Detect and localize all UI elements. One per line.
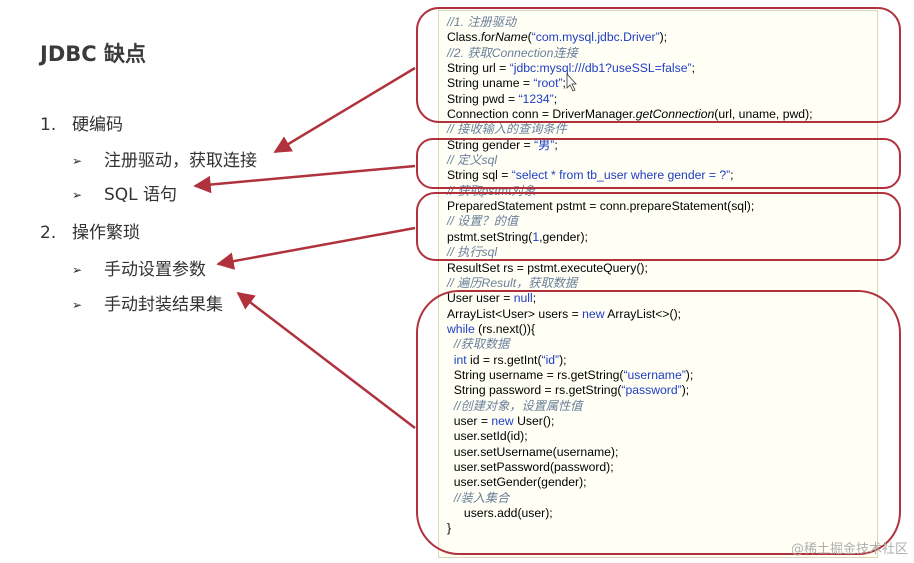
sublist-item-sql: ➢ SQL 语句 xyxy=(72,180,177,205)
code-line: User user = null; xyxy=(447,291,537,306)
code-line: String url = “jdbc:mysql:///db1?useSSL=f… xyxy=(447,61,695,76)
arrow-params xyxy=(216,226,416,270)
code-line: // 遍历Result，获取数据 xyxy=(447,275,578,290)
code-line: Class.forName(“com.mysql.jdbc.Driver”); xyxy=(447,30,668,45)
arrow-results xyxy=(236,291,416,429)
code-line: PreparedStatement pstmt = conn.prepareSt… xyxy=(447,199,755,214)
code-line: //创建对象，设置属性值 xyxy=(447,398,583,413)
list-number: 2. xyxy=(40,223,57,243)
code-line: user.setId(id); xyxy=(447,429,528,444)
code-line: ArrayList<User> users = new ArrayList<>(… xyxy=(447,306,682,321)
watermark: @稀土掘金技术社区 xyxy=(790,542,908,557)
code-line: pstmt.setString(1,gender); xyxy=(447,229,588,244)
code-line: String gender = “男”; xyxy=(447,137,558,152)
sublist-item-label: 手动封装结果集 xyxy=(104,295,223,315)
code-line: user = new User(); xyxy=(447,413,555,428)
arrow-driver-connection xyxy=(273,66,416,154)
code-line: user.setGender(gender); xyxy=(447,475,587,490)
code-line: //装入集合 xyxy=(447,490,510,505)
sublist-item-driver-connection: ➢ 注册驱动，获取连接 xyxy=(72,146,257,171)
list-item-tedious: 2. 操作繁琐 xyxy=(40,218,140,243)
code-line: } xyxy=(447,521,452,536)
code-line: // 设置？的值 xyxy=(447,214,519,229)
code-line: //2. 获取Connection连接 xyxy=(447,45,578,60)
code-line: // 执行sql xyxy=(447,245,498,260)
code-line: String username = rs.getString(“username… xyxy=(447,367,694,382)
code-line: int id = rs.getInt(“id”); xyxy=(453,352,567,367)
code-line: //获取数据 xyxy=(447,337,510,352)
code-line: //1. 注册驱动 xyxy=(447,15,517,29)
bullet-arrow-icon: ➢ xyxy=(72,263,83,277)
code-line: // 获取pstmt对象 xyxy=(447,183,536,198)
sublist-item-label: SQL 语句 xyxy=(104,185,178,205)
list-item-hardcoding: 1. 硬编码 xyxy=(40,110,123,135)
code-line: while (rs.next()){ xyxy=(447,321,536,336)
list-item-label: 操作繁琐 xyxy=(72,223,140,243)
code-line: ResultSet rs = pstmt.executeQuery(); xyxy=(447,260,648,275)
code-line: // 接收输入的查询条件 xyxy=(447,122,567,137)
slide-title: JDBC 缺点 xyxy=(40,42,146,66)
code-line: String password = rs.getString(“password… xyxy=(447,383,690,398)
sublist-item-label: 注册驱动，获取连接 xyxy=(104,151,257,171)
code-line: String uname = “root”; xyxy=(447,76,566,91)
code-line: // 定义sql xyxy=(447,153,498,168)
sublist-item-label: 手动设置参数 xyxy=(104,260,206,280)
code-line: Connection conn = DriverManager.getConne… xyxy=(447,107,813,122)
bullet-arrow-icon: ➢ xyxy=(72,154,83,168)
code-line: users.add(user); xyxy=(447,506,553,520)
bullet-arrow-icon: ➢ xyxy=(72,298,83,312)
code-line: user.setUsername(username); xyxy=(447,444,619,459)
code-line: String pwd = “1234”; xyxy=(447,91,558,106)
list-number: 1. xyxy=(40,115,57,135)
list-item-label: 硬编码 xyxy=(72,115,123,135)
code-line: String sql = “select * from tb_user wher… xyxy=(447,168,734,183)
bullet-arrow-icon: ➢ xyxy=(72,188,83,202)
sublist-item-set-params: ➢ 手动设置参数 xyxy=(72,255,206,280)
code-line: user.setPassword(password); xyxy=(447,459,614,474)
sublist-item-wrap-results: ➢ 手动封装结果集 xyxy=(72,290,223,315)
